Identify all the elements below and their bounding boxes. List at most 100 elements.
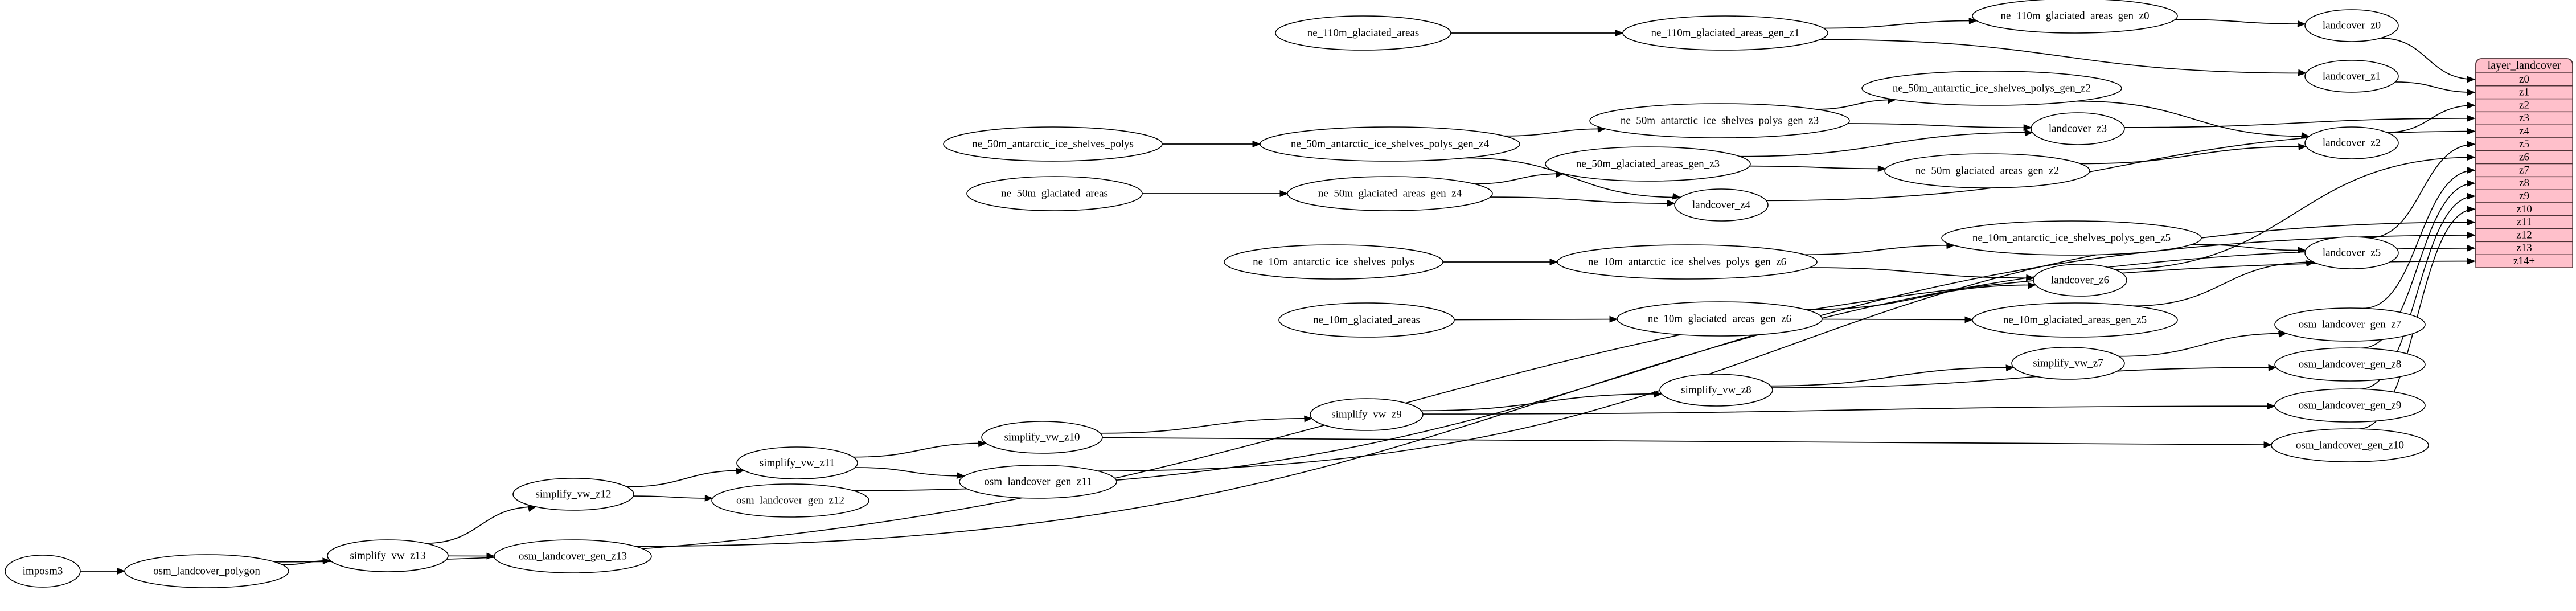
node-ne_10m_antarctic_ice_shelves_polys_gen_z6[interactable]: ne_10m_antarctic_ice_shelves_polys_gen_z…: [1557, 244, 1818, 280]
node-imposm3[interactable]: imposm3: [5, 555, 81, 588]
node-label: simplify_vw_z7: [2033, 357, 2103, 369]
node-ellipse[interactable]: [966, 176, 1143, 211]
table-row-label: z8: [2519, 177, 2529, 189]
node-ne_110m_glaciated_areas_gen_z1[interactable]: ne_110m_glaciated_areas_gen_z1: [1622, 15, 1828, 51]
node-ellipse[interactable]: [494, 539, 652, 573]
node-ellipse[interactable]: [512, 478, 634, 511]
table-row-z14plus[interactable]: [2475, 254, 2573, 268]
node-simplify_vw_z7[interactable]: simplify_vw_z7: [2011, 347, 2125, 380]
node-ellipse[interactable]: [1589, 103, 1850, 138]
node-ne_50m_glaciated_areas[interactable]: ne_50m_glaciated_areas: [966, 176, 1143, 211]
node-ellipse[interactable]: [959, 465, 1117, 499]
node-ellipse[interactable]: [2304, 9, 2399, 42]
node-landcover_z2[interactable]: landcover_z2: [2304, 126, 2399, 159]
node-ellipse[interactable]: [2304, 126, 2399, 159]
node-osm_landcover_gen_z10[interactable]: osm_landcover_gen_z10: [2271, 428, 2429, 462]
node-ne_50m_glaciated_areas_gen_z3[interactable]: ne_50m_glaciated_areas_gen_z3: [1545, 146, 1751, 182]
edge-arrowhead: [1615, 30, 1624, 36]
node-ellipse[interactable]: [2033, 264, 2127, 297]
node-osm_landcover_gen_z12[interactable]: osm_landcover_gen_z12: [711, 483, 869, 518]
node-ne_50m_glaciated_areas_gen_z4[interactable]: ne_50m_glaciated_areas_gen_z4: [1287, 176, 1493, 211]
node-label: ne_50m_antarctic_ice_shelves_polys_gen_z…: [1291, 138, 1490, 150]
node-label: simplify_vw_z9: [1331, 408, 1402, 420]
node-label: ne_50m_glaciated_areas_gen_z2: [1915, 165, 2059, 177]
node-landcover_z6[interactable]: landcover_z6: [2033, 264, 2127, 297]
node-ellipse[interactable]: [2274, 347, 2426, 382]
node-ellipse[interactable]: [981, 421, 1103, 454]
node-osm_landcover_gen_z9[interactable]: osm_landcover_gen_z9: [2274, 388, 2426, 423]
node-osm_landcover_gen_z8[interactable]: osm_landcover_gen_z8: [2274, 347, 2426, 382]
node-ellipse[interactable]: [1275, 15, 1451, 51]
node-ellipse[interactable]: [1224, 244, 1443, 280]
node-ne_50m_antarctic_ice_shelves_polys_gen_z3[interactable]: ne_50m_antarctic_ice_shelves_polys_gen_z…: [1589, 103, 1850, 138]
node-osm_landcover_gen_z7[interactable]: osm_landcover_gen_z7: [2274, 307, 2426, 342]
node-ellipse[interactable]: [327, 539, 449, 572]
node-ellipse[interactable]: [1972, 0, 2178, 34]
node-simplify_vw_z10[interactable]: simplify_vw_z10: [981, 421, 1103, 454]
node-ne_10m_glaciated_areas_gen_z6[interactable]: ne_10m_glaciated_areas_gen_z6: [1617, 301, 1823, 337]
node-ellipse[interactable]: [2031, 112, 2125, 145]
node-ellipse[interactable]: [1278, 302, 1455, 338]
node-landcover_z4[interactable]: landcover_z4: [1674, 188, 1769, 222]
edge-arrowhead: [1549, 259, 1558, 265]
node-ellipse[interactable]: [1287, 176, 1493, 211]
node-ellipse[interactable]: [2304, 236, 2399, 269]
node-ne_50m_antarctic_ice_shelves_polys_gen_z4[interactable]: ne_50m_antarctic_ice_shelves_polys_gen_z…: [1260, 126, 1520, 162]
node-ellipse[interactable]: [1260, 126, 1520, 162]
node-ellipse[interactable]: [1545, 146, 1751, 182]
node-osm_landcover_gen_z11[interactable]: osm_landcover_gen_z11: [959, 465, 1117, 499]
node-ellipse[interactable]: [2274, 307, 2426, 342]
node-ne_10m_antarctic_ice_shelves_polys[interactable]: ne_10m_antarctic_ice_shelves_polys: [1224, 244, 1443, 280]
node-ne_110m_glaciated_areas[interactable]: ne_110m_glaciated_areas: [1275, 15, 1451, 51]
node-ellipse[interactable]: [2271, 428, 2429, 462]
node-label: landcover_z4: [1692, 199, 1751, 211]
node-ellipse[interactable]: [1941, 220, 2202, 256]
node-simplify_vw_z12[interactable]: simplify_vw_z12: [512, 478, 634, 511]
node-landcover_z1[interactable]: landcover_z1: [2304, 60, 2399, 93]
node-landcover_z0[interactable]: landcover_z0: [2304, 9, 2399, 42]
node-simplify_vw_z13[interactable]: simplify_vw_z13: [327, 539, 449, 572]
node-ellipse[interactable]: [1884, 153, 2090, 188]
node-ellipse[interactable]: [1972, 302, 2178, 338]
node-ellipse[interactable]: [124, 554, 289, 588]
node-ellipse[interactable]: [736, 446, 858, 479]
node-ellipse[interactable]: [2304, 60, 2399, 93]
node-simplify_vw_z11[interactable]: simplify_vw_z11: [736, 446, 858, 479]
node-simplify_vw_z8[interactable]: simplify_vw_z8: [1659, 374, 1773, 407]
node-ne_10m_glaciated_areas[interactable]: ne_10m_glaciated_areas: [1278, 302, 1455, 338]
node-ellipse[interactable]: [1622, 15, 1828, 51]
node-osm_landcover_gen_z13[interactable]: osm_landcover_gen_z13: [494, 539, 652, 573]
node-ellipse[interactable]: [1674, 188, 1769, 222]
node-ne_110m_glaciated_areas_gen_z0[interactable]: ne_110m_glaciated_areas_gen_z0: [1972, 0, 2178, 34]
edge-simplify_vw_z7-to-osm_landcover_gen_z7: [2119, 333, 2287, 357]
node-ne_50m_glaciated_areas_gen_z2[interactable]: ne_50m_glaciated_areas_gen_z2: [1884, 153, 2090, 188]
node-ellipse[interactable]: [1861, 71, 2122, 106]
node-ellipse[interactable]: [2011, 347, 2125, 380]
edge-simplify_vw_z11-to-osm_landcover_gen_z11: [855, 467, 965, 477]
node-ellipse[interactable]: [1557, 244, 1818, 280]
node-ne_50m_antarctic_ice_shelves_polys_gen_z2[interactable]: ne_50m_antarctic_ice_shelves_polys_gen_z…: [1861, 71, 2122, 106]
node-ellipse[interactable]: [5, 555, 81, 588]
node-ne_50m_antarctic_ice_shelves_polys[interactable]: ne_50m_antarctic_ice_shelves_polys: [943, 126, 1163, 162]
node-ellipse[interactable]: [711, 483, 869, 518]
node-osm_landcover_polygon[interactable]: osm_landcover_polygon: [124, 554, 289, 588]
node-label: osm_landcover_gen_z11: [984, 475, 1092, 487]
node-ellipse[interactable]: [1310, 398, 1424, 431]
edge-ne_10m_glaciated_areas-to-ne_10m_glaciated_areas_gen_z6: [1454, 318, 1618, 321]
node-ellipse[interactable]: [2274, 388, 2426, 423]
edge-ne_50m_glaciated_areas_gen_z3-to-ne_50m_glaciated_areas_gen_z2: [1749, 165, 1886, 170]
node-landcover_z3[interactable]: landcover_z3: [2031, 112, 2125, 145]
node-ne_10m_glaciated_areas_gen_z5[interactable]: ne_10m_glaciated_areas_gen_z5: [1972, 302, 2178, 338]
edge-osm_landcover_gen_z13-to-table-z13: [635, 247, 2475, 547]
table-row-label: z6: [2519, 151, 2529, 163]
node-simplify_vw_z9[interactable]: simplify_vw_z9: [1310, 398, 1424, 431]
node-ellipse[interactable]: [1617, 301, 1823, 337]
node-label: osm_landcover_polygon: [153, 565, 260, 577]
node-ellipse[interactable]: [1659, 374, 1773, 407]
edge-simplify_vw_z10-to-osm_landcover_gen_z10: [1102, 437, 2272, 446]
node-landcover_z5[interactable]: landcover_z5: [2304, 236, 2399, 269]
node-ellipse[interactable]: [943, 126, 1163, 162]
node-label: osm_landcover_gen_z8: [2299, 358, 2401, 370]
node-ne_10m_antarctic_ice_shelves_polys_gen_z5[interactable]: ne_10m_antarctic_ice_shelves_polys_gen_z…: [1941, 220, 2202, 256]
